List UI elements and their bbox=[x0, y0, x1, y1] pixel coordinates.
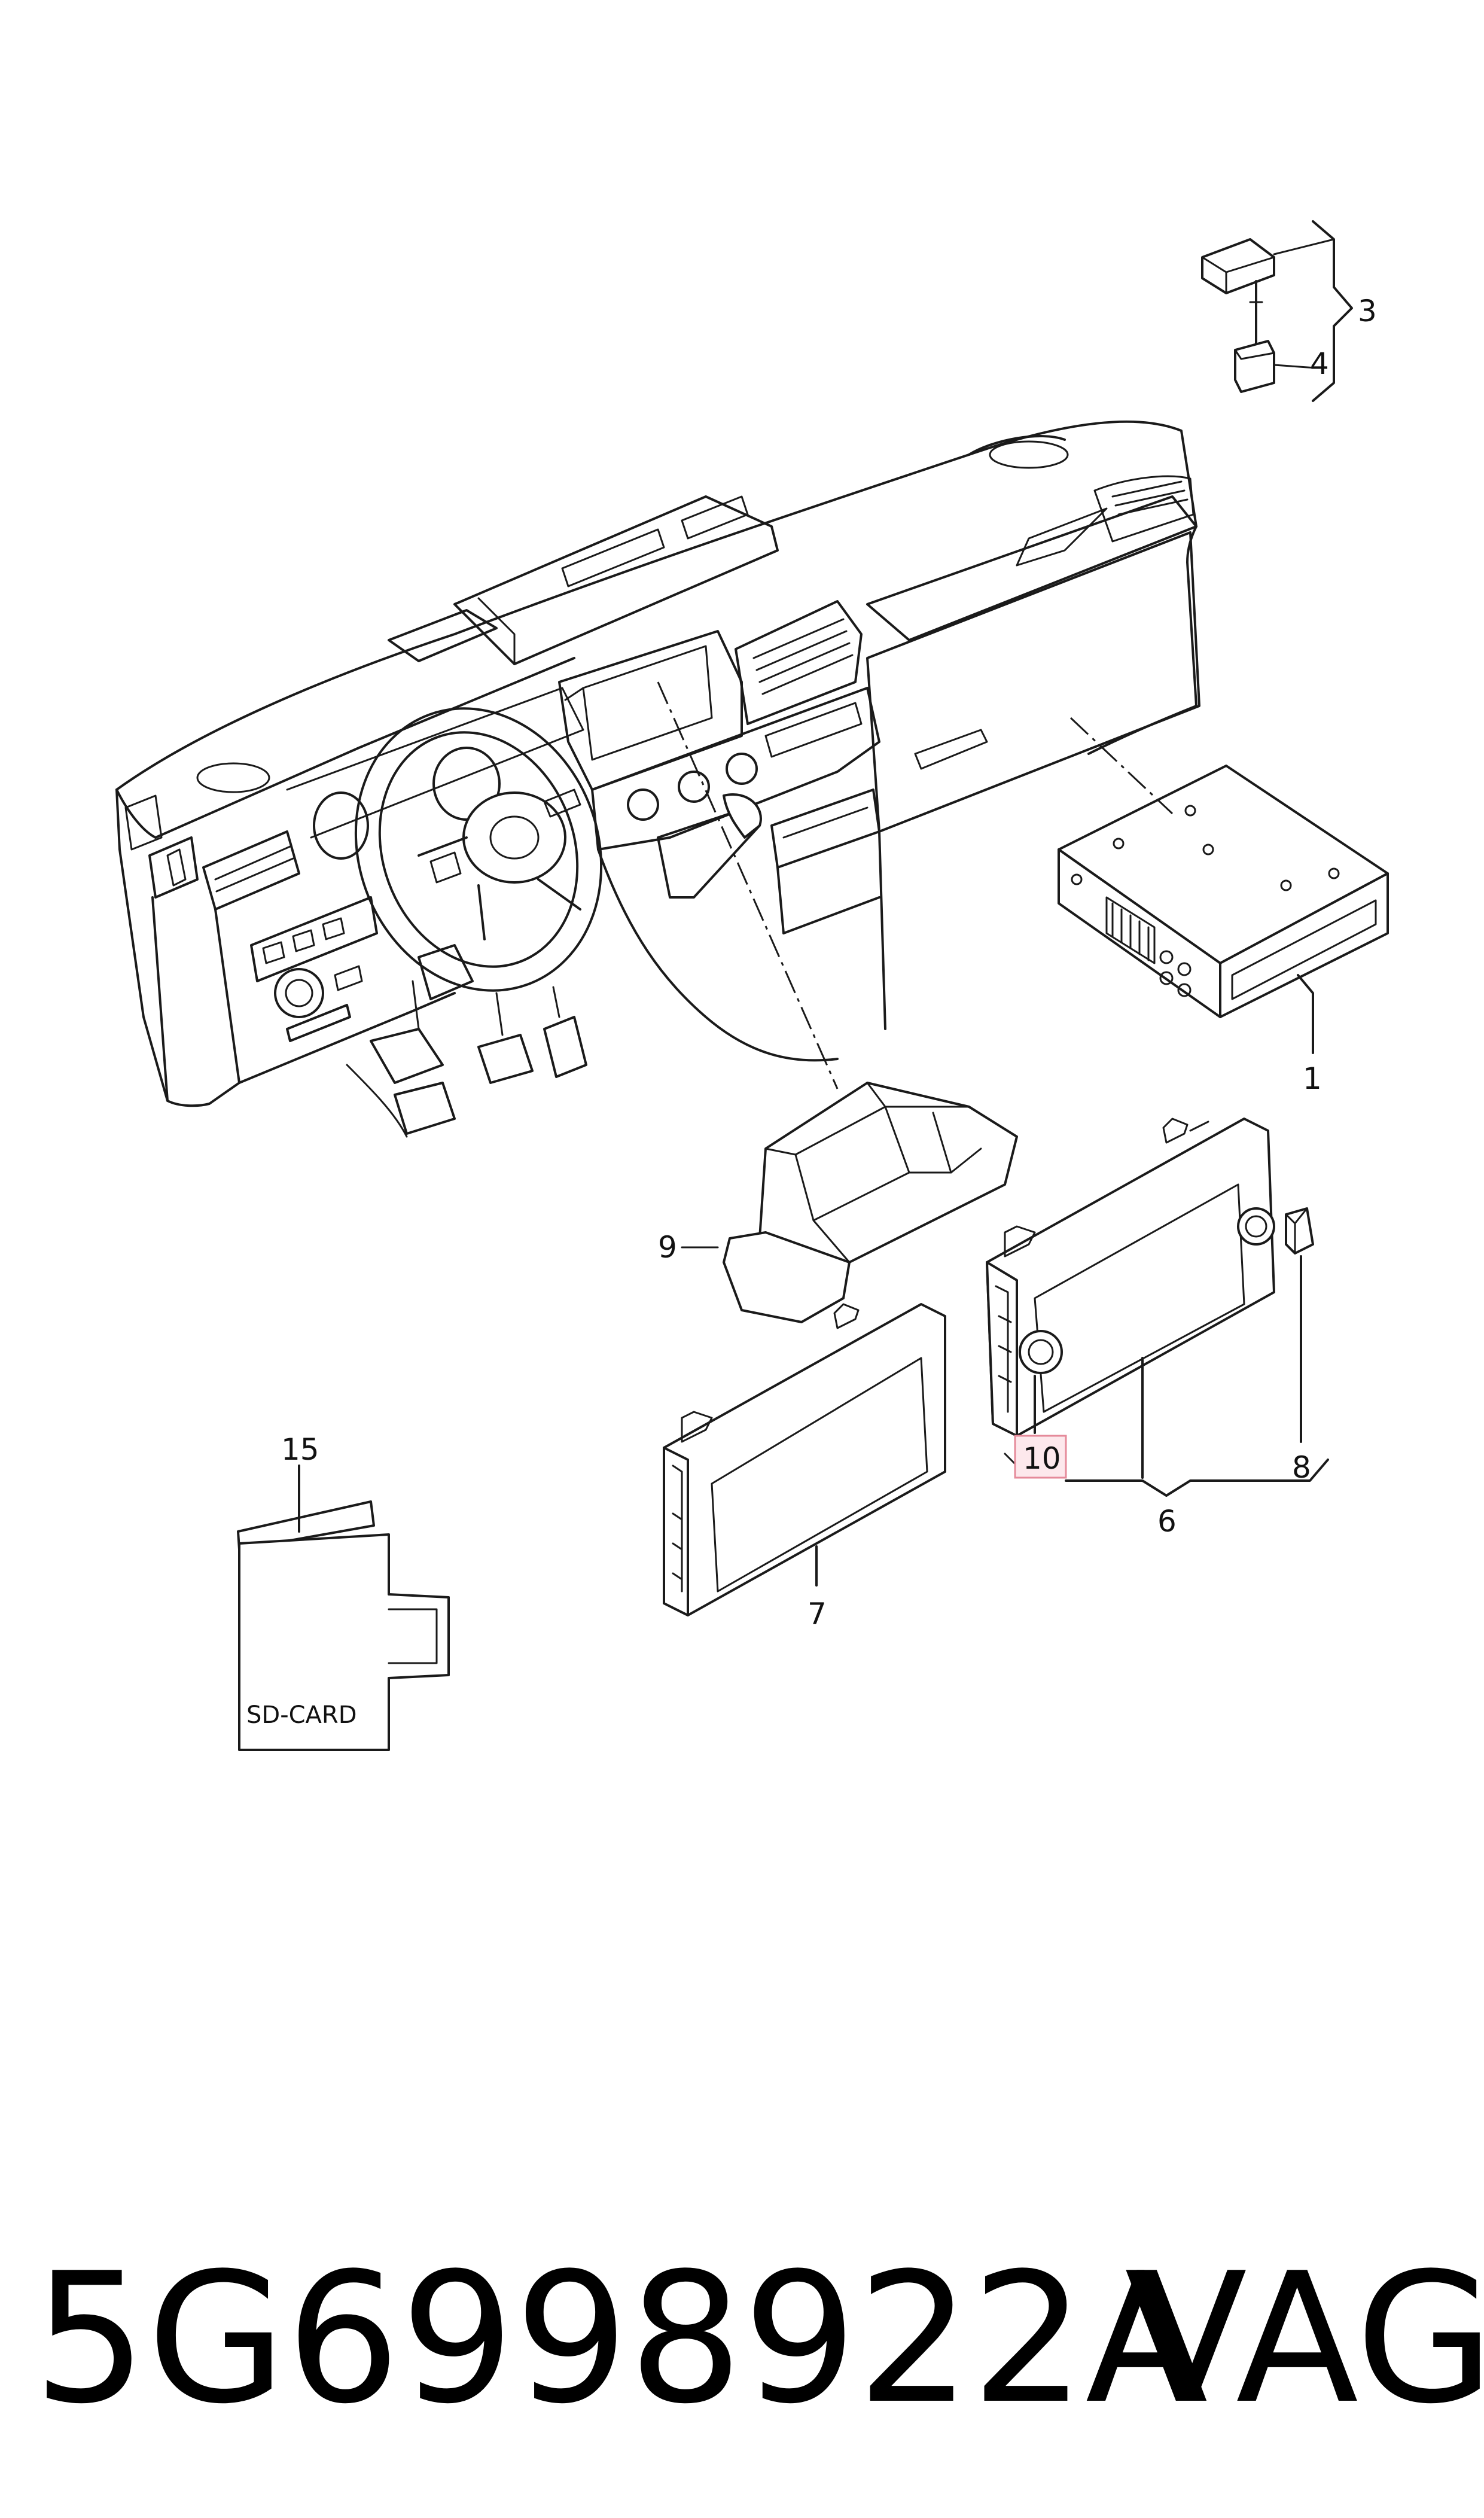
callout-3: 3 bbox=[1358, 294, 1377, 328]
part-9-display-housing: 9 bbox=[657, 681, 1018, 1323]
footer-brand: VAG bbox=[1125, 2234, 1484, 2443]
callout-1: 1 bbox=[1303, 1061, 1322, 1096]
part-6-display: 8 10 6 bbox=[986, 1118, 1329, 1539]
callout-4: 4 bbox=[1310, 346, 1329, 381]
callout-8: 8 bbox=[1292, 1450, 1311, 1485]
part-15-sd-card: 15 SD-CARD bbox=[237, 1432, 450, 1751]
part-1-radio-unit: 1 bbox=[1058, 717, 1389, 1096]
callout-7: 7 bbox=[807, 1597, 827, 1631]
callout-9: 9 bbox=[658, 1230, 677, 1265]
callout-15: 15 bbox=[281, 1432, 319, 1467]
part-7-display: 7 bbox=[663, 1303, 946, 1631]
part-3-4-cable: 3 4 bbox=[1201, 220, 1377, 402]
footer-part-number: 5G6998922A bbox=[33, 2234, 1208, 2443]
sd-card-label: SD-CARD bbox=[246, 1701, 357, 1729]
callout-10-highlight bbox=[1014, 1435, 1067, 1479]
dashboard-illustration bbox=[115, 420, 1200, 1138]
callout-10: 10 bbox=[1023, 1441, 1061, 1476]
callout-6: 6 bbox=[1157, 1504, 1177, 1539]
